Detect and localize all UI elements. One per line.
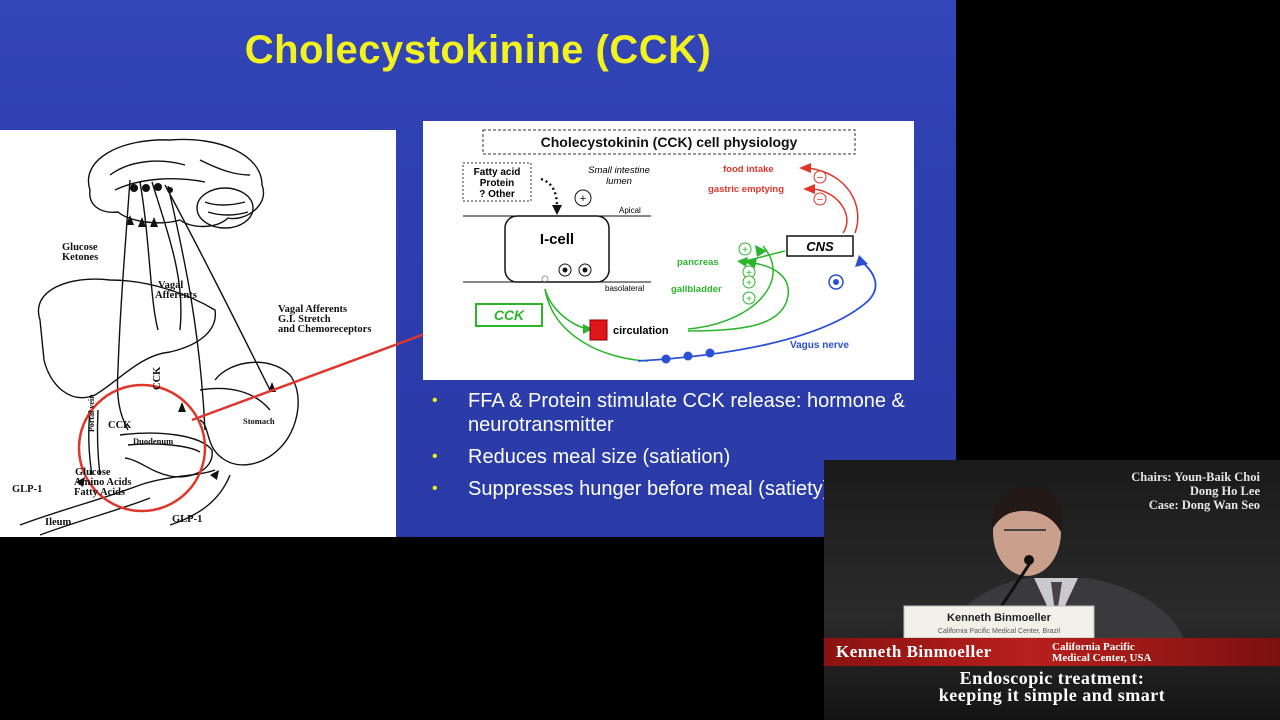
pancreas-label: pancreas xyxy=(677,257,719,268)
cck-label: CCK xyxy=(494,307,525,323)
cck-physiology-diagram: Cholecystokinin (CCK) cell physiology Fa… xyxy=(462,129,877,364)
stimulus-fatty-acid: Fatty acid xyxy=(474,167,521,178)
vagus-nerve-label: Vagus nerve xyxy=(790,340,849,351)
basolateral-label: basolateral xyxy=(605,284,644,293)
nameplate-affiliation: California Pacific Medical Center, Brazi… xyxy=(938,628,1061,635)
chairs-line-1: Chairs: Youn-Baik Choi xyxy=(1131,470,1260,484)
gallbladder-plus-1: + xyxy=(746,278,752,289)
panel-title: Cholecystokinin (CCK) cell physiology xyxy=(541,134,798,150)
talk-title-line-1: Endoscopic treatment: xyxy=(959,668,1145,688)
pancreas-plus-2: + xyxy=(746,268,752,279)
label-glucose: Glucose xyxy=(62,242,98,253)
label-chemoreceptors: and Chemoreceptors xyxy=(278,324,371,335)
gut-brain-anatomy-figure: Glucose Ketones Vagal Afferents Vagal Af… xyxy=(0,130,396,537)
bullet-item: • Reduces meal size (satiation) xyxy=(432,445,932,469)
session-chairs: Chairs: Youn-Baik Choi Dong Ho Lee Case:… xyxy=(1131,470,1260,512)
label-cck-vertical: CCK xyxy=(152,366,163,390)
lumen-label-1: Small intestine xyxy=(588,165,650,176)
speaker-lower-third xyxy=(824,638,1280,666)
cns-box xyxy=(786,235,854,257)
bullet-item: • FFA & Protein stimulate CCK release: ho… xyxy=(432,389,932,437)
label-gi-stretch: G.I. Stretch xyxy=(278,314,331,325)
presentation-slide: Cholecystokinine (CCK) xyxy=(0,0,956,537)
affiliation-line-1: California Pacific xyxy=(1052,641,1135,653)
apical-label: Apical xyxy=(619,206,641,215)
stimulus-protein: Protein xyxy=(480,178,514,189)
cck-physiology-figure: Cholecystokinin (CCK) cell physiology Fa… xyxy=(423,121,914,380)
pancreas-plus-1: + xyxy=(742,245,748,256)
speaker-video-overlay: Kenneth Binmoeller California Pacific Me… xyxy=(824,460,1280,720)
icell-label: I-cell xyxy=(540,231,574,248)
slide-title: Cholecystokinine (CCK) xyxy=(244,28,712,72)
highlight-circle xyxy=(77,383,207,513)
lumen-label-2: lumen xyxy=(606,176,632,187)
bullet-glyph: • xyxy=(432,448,438,465)
affiliation-line-2: Medical Center, USA xyxy=(1052,652,1152,664)
bullet-text: FFA & Protein stimulate CCK release: hor… xyxy=(468,390,905,436)
food-intake-minus: − xyxy=(817,172,823,184)
bullet-glyph: • xyxy=(432,480,438,497)
gastric-emptying-minus: − xyxy=(817,194,823,206)
label-duodenum: Duodenum xyxy=(133,436,173,446)
bullet-glyph: • xyxy=(432,392,438,409)
stimulus-plus: + xyxy=(580,193,586,205)
icell-box xyxy=(504,215,610,283)
gastric-emptying-label: gastric emptying xyxy=(708,184,784,195)
circulation-label: circulation xyxy=(613,325,669,337)
label-ileum: Ileum xyxy=(45,517,72,528)
label-amino-acids: Amino Acids xyxy=(74,477,131,488)
talk-title: Endoscopic treatment: keeping it simple … xyxy=(824,668,1280,705)
label-cck: CCK xyxy=(108,420,132,431)
label-ketones: Ketones xyxy=(62,252,98,263)
anatomy-drawing: Glucose Ketones Vagal Afferents Vagal Af… xyxy=(12,138,371,536)
label-fatty-acids: Fatty Acids xyxy=(74,487,125,498)
bullet-text: Suppresses hunger before meal (satiety) xyxy=(468,478,830,500)
label-stomach: Stomach xyxy=(243,416,275,426)
cck-box xyxy=(475,303,543,327)
speaker-figure: Kenneth Binmoeller California Pacific Me… xyxy=(903,485,1184,639)
bullet-text: Reduces meal size (satiation) xyxy=(468,446,731,468)
bullet-list: • FFA & Protein stimulate CCK release: ho… xyxy=(432,389,932,509)
label-glucose-2: Glucose xyxy=(75,467,111,478)
speaker-affiliation: California Pacific Medical Center, USA xyxy=(1052,642,1152,664)
label-afferents: Afferents xyxy=(155,290,197,301)
chairs-line-2: Dong Ho Lee xyxy=(1189,484,1260,498)
stimulus-other: ? Other xyxy=(479,189,515,200)
chairs-line-3: Case: Dong Wan Seo xyxy=(1148,498,1260,512)
label-vagal-afferents: Vagal Afferents xyxy=(278,304,347,315)
talk-title-line-2: keeping it simple and smart xyxy=(938,685,1166,705)
label-glp1-left: GLP-1 xyxy=(12,484,42,495)
label-vagal: Vagal xyxy=(158,280,183,291)
label-portal-vein: Portal vein xyxy=(87,394,96,432)
gallbladder-plus-2: + xyxy=(746,294,752,305)
cns-label: CNS xyxy=(806,239,834,254)
nameplate-name: Kenneth Binmoeller xyxy=(947,612,1052,624)
food-intake-label: food intake xyxy=(723,164,774,175)
speaker-name: Kenneth Binmoeller xyxy=(836,642,992,661)
label-glp1-right: GLP-1 xyxy=(172,514,202,525)
gallbladder-label: gallbladder xyxy=(671,284,722,295)
bullet-item: • Suppresses hunger before meal (satiety) xyxy=(432,477,932,501)
